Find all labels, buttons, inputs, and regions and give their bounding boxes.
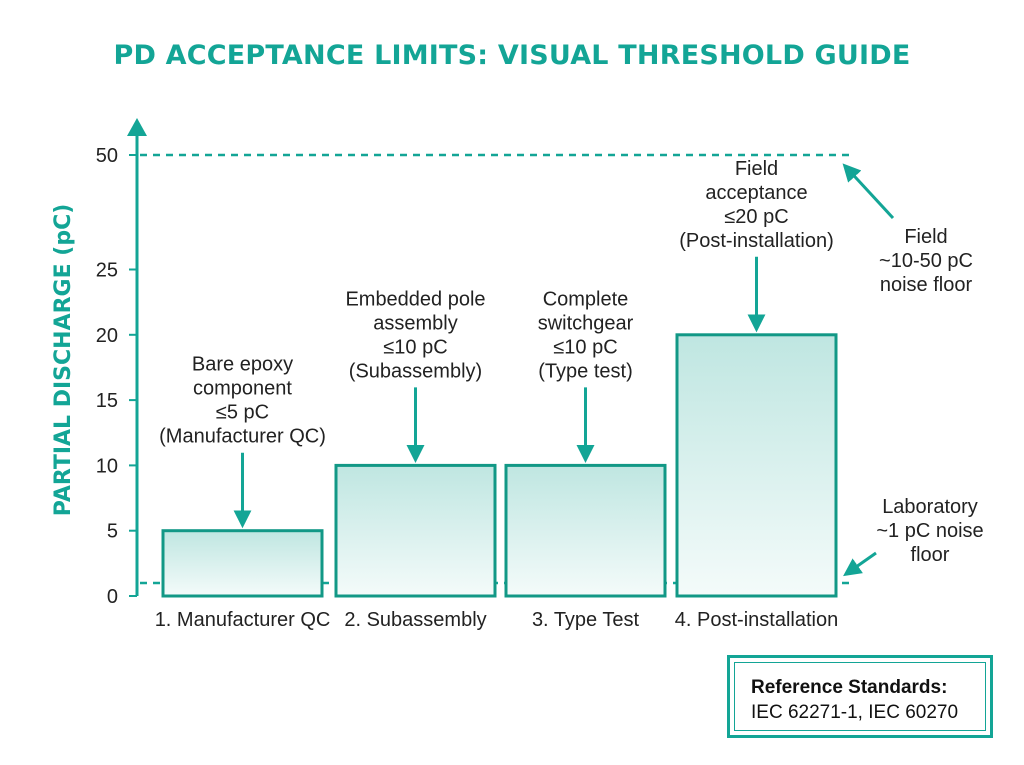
y-tick-label: 15 [96,390,118,412]
bar-annotation-label: switchgear [538,312,634,334]
bar-annotation-label: Field [735,158,778,180]
lab-noise-arrow-icon [843,551,877,577]
y-tick-label: 5 [107,521,118,543]
y-tick-label: 50 [96,145,118,167]
y-axis-arrow-icon [127,118,147,136]
bar-annotation-label: (Type test) [538,360,632,382]
lab-noise-label: Laboratory [882,496,978,518]
bar-annotation-label: component [193,378,292,400]
field-noise-label: noise floor [880,274,973,296]
bar-annotation-label: Embedded pole [345,288,485,310]
reference-standards-box: Reference Standards: IEC 62271-1, IEC 60… [727,655,993,738]
bar-annotation-label: (Subassembly) [349,360,482,382]
bar [334,463,497,598]
bar-annotation-label: ≤10 pC [383,336,447,358]
field-noise-arrow-icon [842,163,895,220]
x-tick-label: 1. Manufacturer QC [155,609,331,631]
bar-annotation-label: (Manufacturer QC) [159,426,326,448]
lab-noise-label: floor [911,544,950,566]
lab-noise-label: ~1 pC noise [876,520,983,542]
reference-standards-inner: Reference Standards: IEC 62271-1, IEC 60… [734,662,986,731]
y-axis-label: PARTIAL DISCHARGE (pC) [51,204,76,517]
x-tick-label: 2. Subassembly [344,609,486,631]
bars: 1. Manufacturer QC 2. Subassembly 3. Type … [155,333,838,631]
reference-standards-heading: Reference Standards: [751,677,948,698]
bar [161,529,324,598]
y-tick-label: 0 [107,586,118,608]
bar-annotation-label: ≤5 pC [216,402,269,424]
y-tick-label: 10 [96,455,118,477]
bar-annotation-label: Complete [543,288,629,310]
bar [504,463,667,598]
bar-annotation-label: assembly [373,312,457,334]
bar-annotation-label: ≤20 pC [724,206,788,228]
bar-annotation-label: Bare epoxy [192,354,293,376]
bar-annotation-label: ≤10 pC [553,336,617,358]
field-noise-label: Field [904,226,947,248]
chart-title: PD ACCEPTANCE LIMITS: VISUAL THRESHOLD G… [113,40,911,71]
y-tick-label: 25 [96,260,118,282]
bar [675,333,838,598]
field-noise-label: ~10-50 pC [879,250,973,272]
bar-annotation-label: acceptance [705,182,807,204]
x-tick-label: 4. Post-installation [675,609,838,631]
y-tick-label: 20 [96,325,118,347]
reference-standards-text: IEC 62271-1, IEC 60270 [751,702,959,723]
bar-annotation-label: (Post-installation) [679,230,834,252]
x-tick-label: 3. Type Test [532,609,640,631]
